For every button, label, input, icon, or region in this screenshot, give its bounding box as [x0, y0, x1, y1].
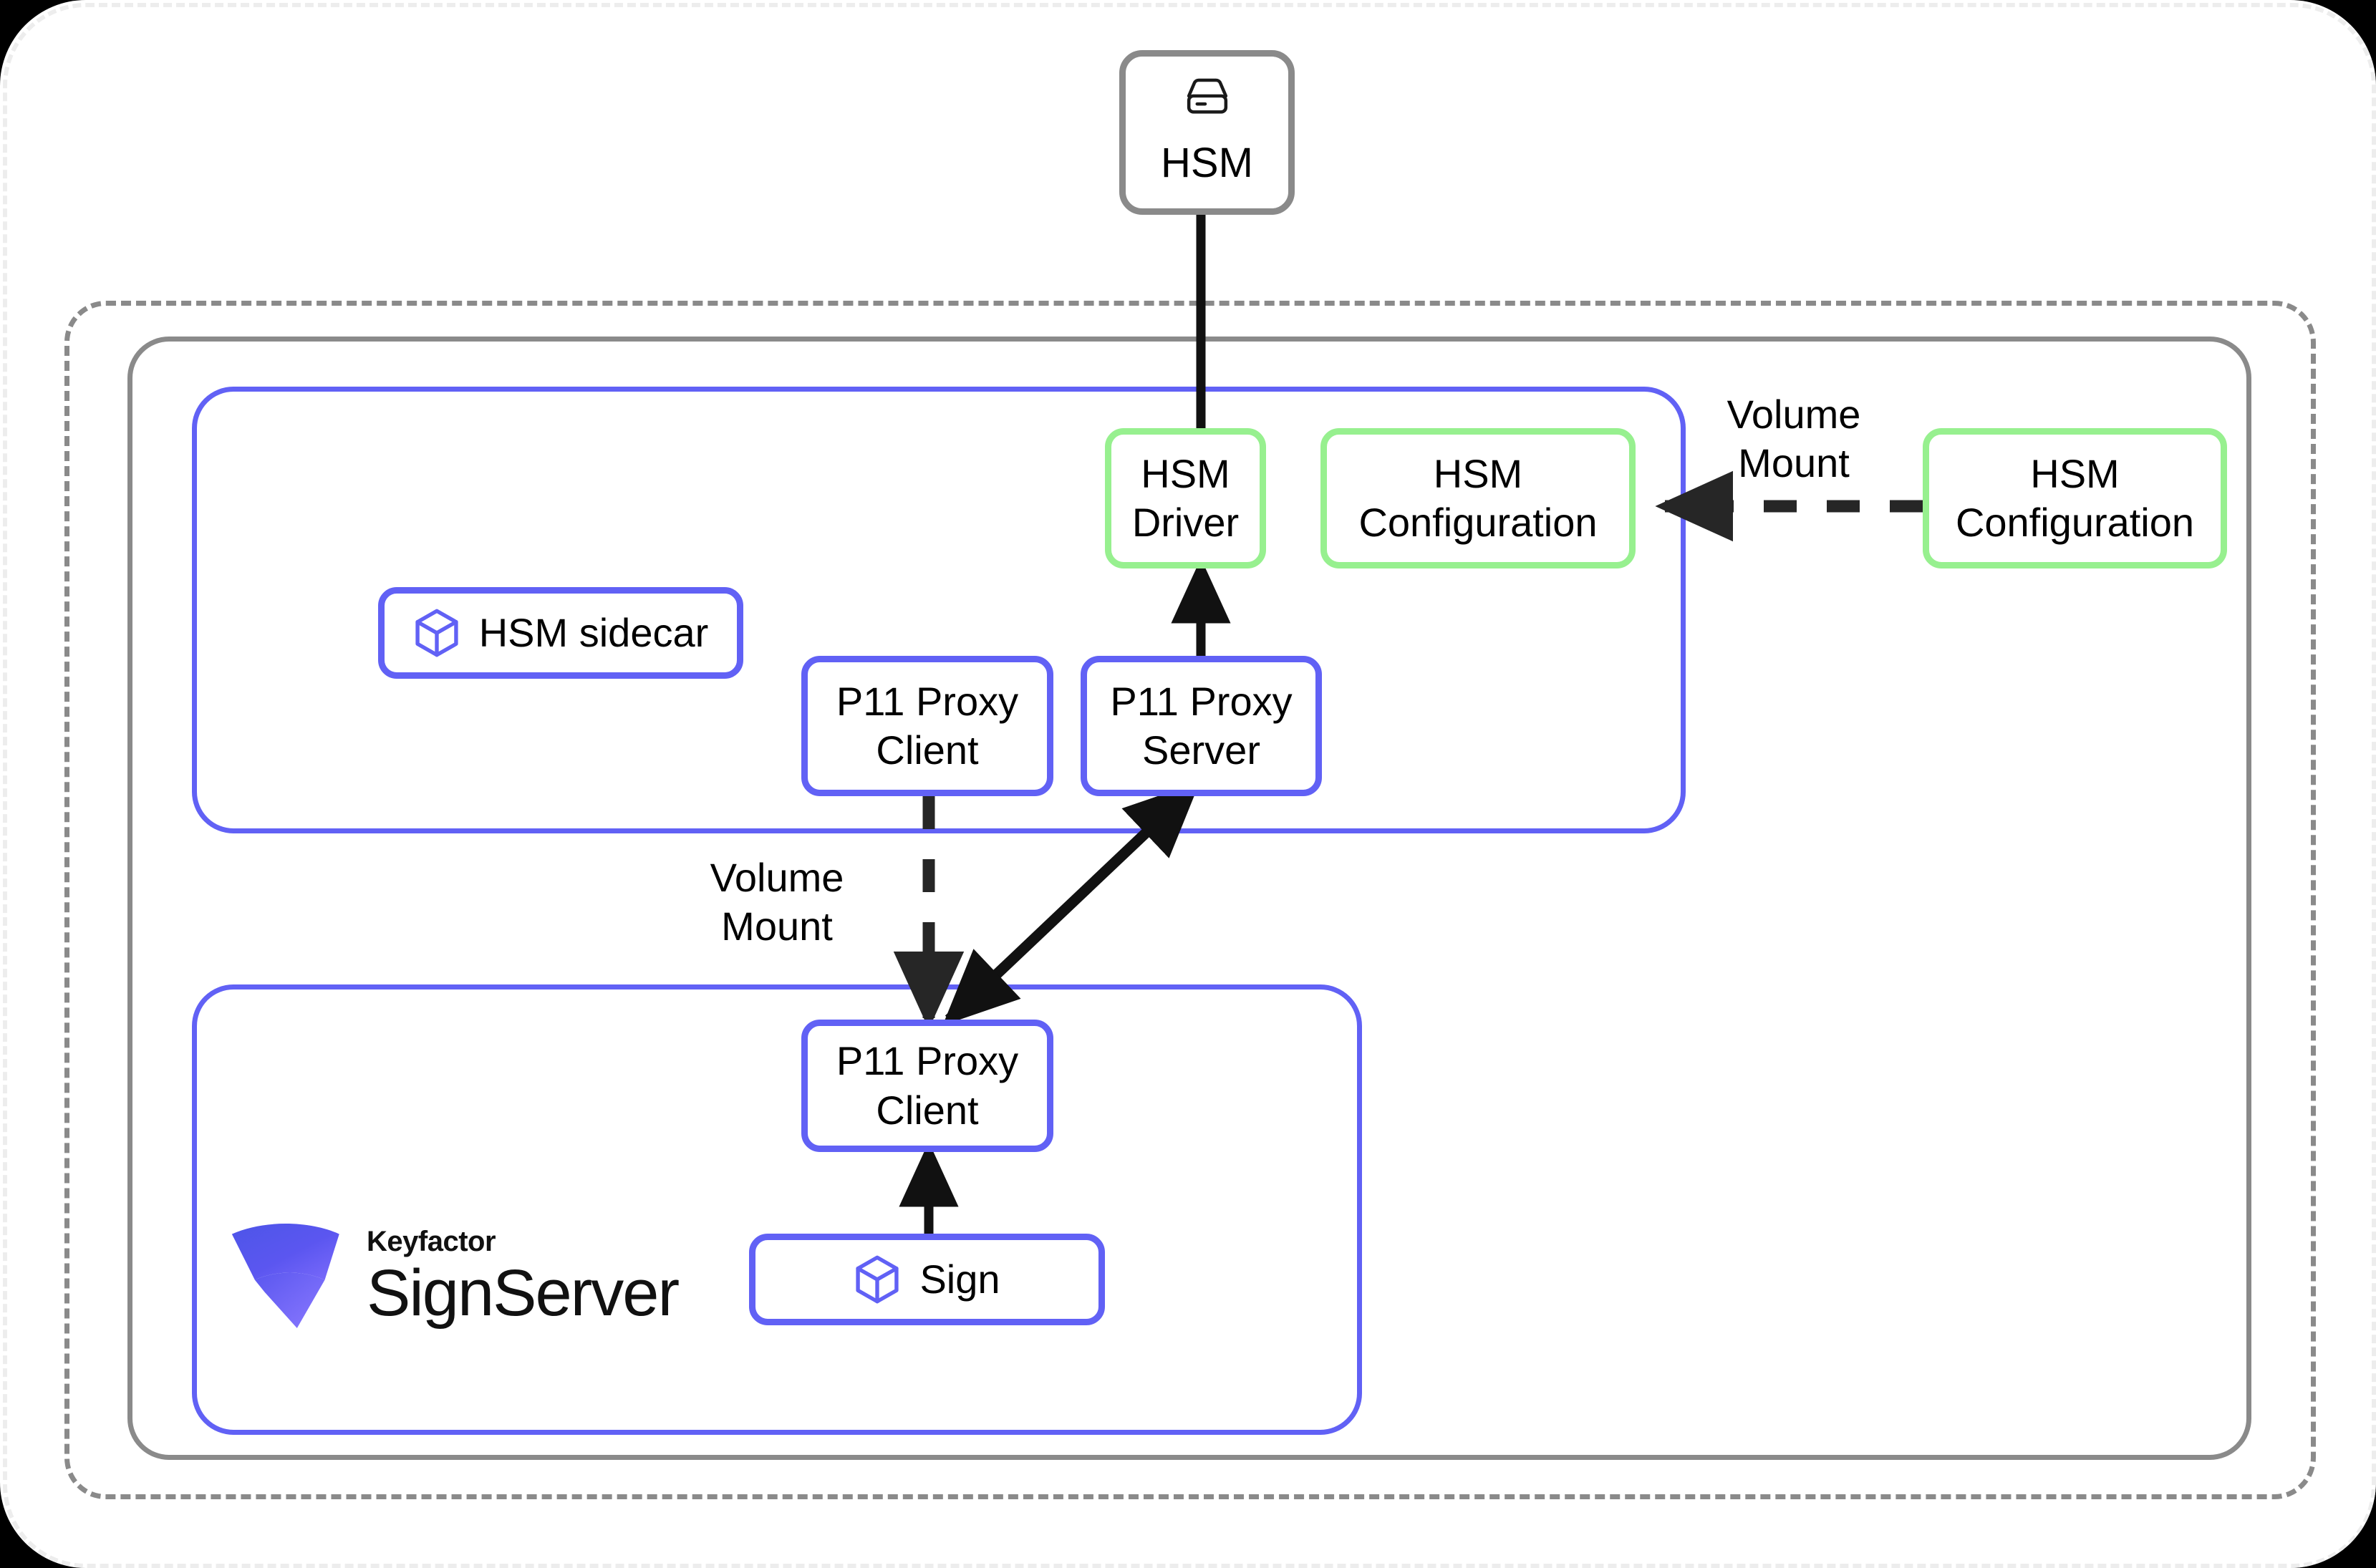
cluster-boundary-dashed	[64, 301, 2316, 1499]
node-hsm[interactable]: HSM	[1119, 50, 1295, 215]
label-volume-mount-right: Volume Mount	[1727, 392, 1861, 486]
node-hsm-configuration-inner-label: HSM Configuration	[1358, 450, 1598, 545]
keyfactor-signserver-logo: Keyfactor SignServer	[228, 1217, 680, 1335]
node-hsm-configuration-inner[interactable]: HSM Configuration	[1320, 428, 1636, 568]
node-sign[interactable]: Sign	[749, 1234, 1105, 1325]
hard-drive-icon	[1181, 76, 1234, 128]
node-hsm-driver-label: HSM Driver	[1131, 450, 1240, 545]
node-hsm-configuration-outer[interactable]: HSM Configuration	[1923, 428, 2227, 568]
label-volume-mount-center: Volume Mount	[710, 855, 844, 949]
logo-brand-text: Keyfactor	[367, 1225, 496, 1257]
node-sign-label: Sign	[919, 1256, 1000, 1302]
node-p11-proxy-client-sidecar[interactable]: P11 Proxy Client	[801, 656, 1053, 796]
node-p11-proxy-client-signserver[interactable]: P11 Proxy Client	[801, 1020, 1053, 1152]
logo-product-text: SignServer	[367, 1256, 680, 1330]
keyfactor-swoosh-icon	[228, 1217, 349, 1335]
node-hsm-configuration-outer-label: HSM Configuration	[1955, 450, 2195, 545]
pod-hsm-sidecar	[192, 387, 1686, 833]
node-p11-proxy-server[interactable]: P11 Proxy Server	[1081, 656, 1322, 796]
cube-icon	[854, 1254, 901, 1305]
node-p11-proxy-client-signserver-label: P11 Proxy Client	[836, 1038, 1019, 1133]
node-hsm-sidecar-label: HSM sidecar	[478, 609, 709, 655]
node-hsm-driver[interactable]: HSM Driver	[1105, 428, 1266, 568]
pod-signserver	[192, 984, 1362, 1435]
node-hsm-sidecar[interactable]: HSM sidecar	[378, 587, 743, 679]
cluster-boundary-solid	[127, 337, 2251, 1460]
cube-icon	[413, 608, 460, 658]
node-hsm-label: HSM	[1161, 140, 1253, 186]
node-p11-proxy-client-sidecar-label: P11 Proxy Client	[836, 678, 1019, 773]
node-p11-proxy-server-label: P11 Proxy Server	[1110, 678, 1293, 773]
